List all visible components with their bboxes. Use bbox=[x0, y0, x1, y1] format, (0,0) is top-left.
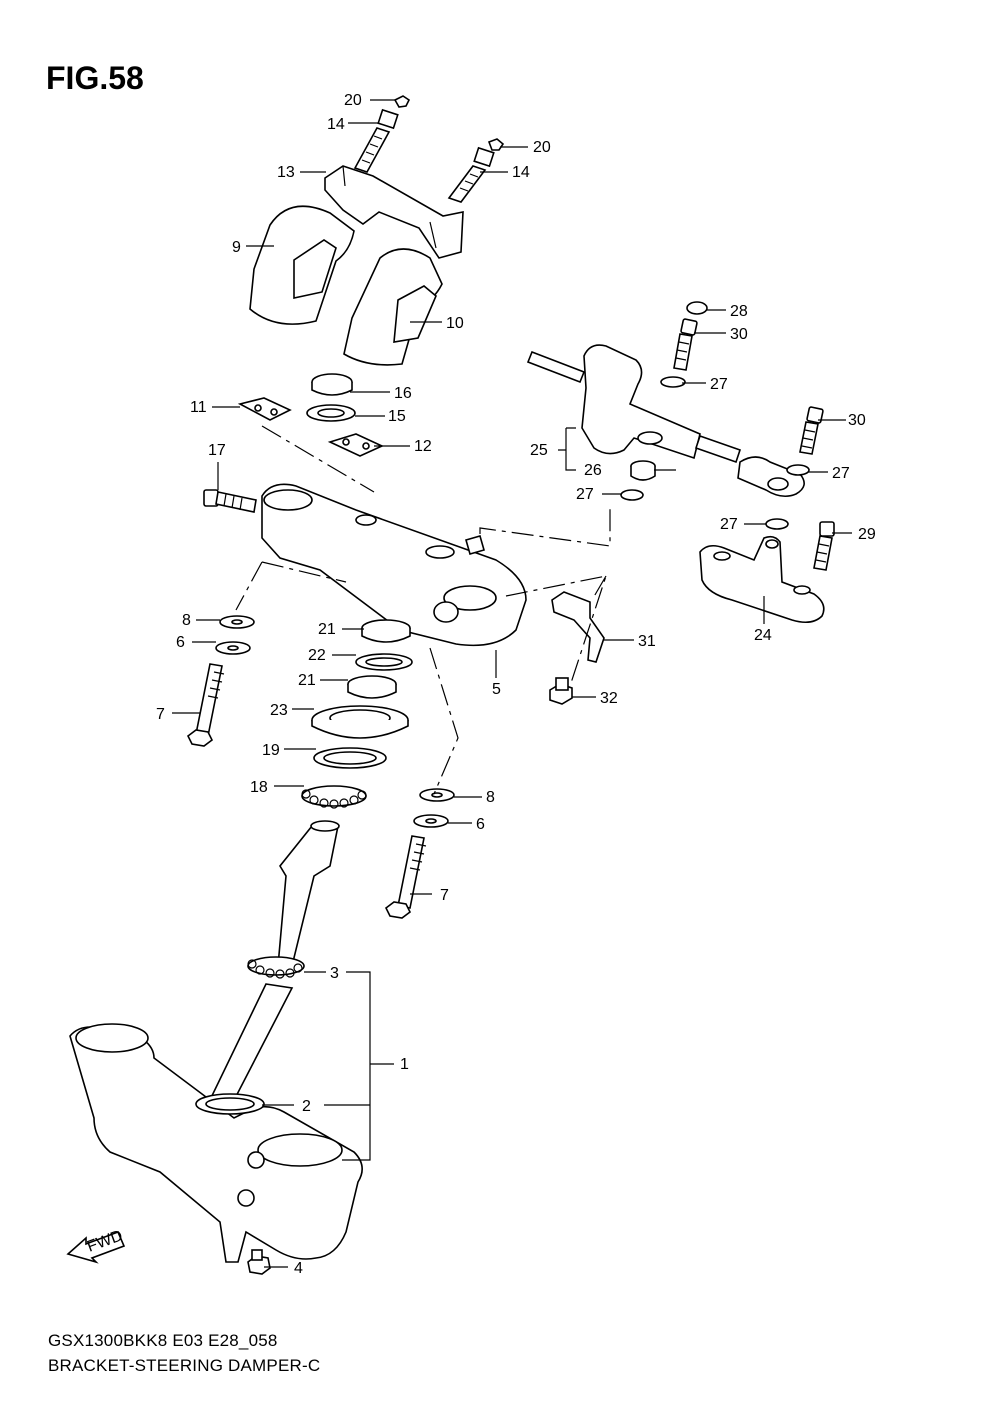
part-16-nut[interactable] bbox=[311, 373, 353, 396]
part-28-cap[interactable] bbox=[686, 301, 708, 315]
callout-7b: 7 bbox=[440, 887, 449, 904]
callout-1: 1 bbox=[400, 1056, 409, 1073]
callout-27b: 27 bbox=[576, 486, 594, 503]
part-4-bolt[interactable] bbox=[247, 1249, 271, 1275]
part-15-washer[interactable] bbox=[306, 404, 356, 422]
callout-29: 29 bbox=[858, 526, 876, 543]
part-12-plate[interactable] bbox=[327, 433, 384, 457]
callout-12: 12 bbox=[414, 438, 432, 455]
callout-16: 16 bbox=[394, 385, 412, 402]
callout-32: 32 bbox=[600, 690, 618, 707]
part-23-dust-seal[interactable] bbox=[311, 705, 409, 739]
part-27-washer-d[interactable] bbox=[765, 518, 789, 530]
callout-30b: 30 bbox=[848, 412, 866, 429]
callout-20b: 20 bbox=[533, 139, 551, 156]
part-24-damper-bracket[interactable] bbox=[699, 535, 825, 624]
part-20-cap-a[interactable] bbox=[393, 95, 411, 108]
part-21-locknut-b[interactable] bbox=[347, 675, 397, 699]
callout-28: 28 bbox=[730, 303, 748, 320]
callout-6b: 6 bbox=[476, 816, 485, 833]
callout-22: 22 bbox=[308, 647, 326, 664]
part-22-lock-washer[interactable] bbox=[355, 653, 413, 671]
callout-30a: 30 bbox=[730, 326, 748, 343]
part-8-washer-b[interactable] bbox=[419, 788, 455, 802]
callout-7a: 7 bbox=[156, 706, 165, 723]
callout-18: 18 bbox=[250, 779, 268, 796]
part-3-bearing-lower[interactable] bbox=[247, 956, 305, 979]
part-20-cap-b[interactable] bbox=[487, 138, 505, 151]
part-31-bracket[interactable] bbox=[551, 591, 605, 663]
part-32-bolt[interactable] bbox=[549, 677, 573, 705]
part-7-bolt-b[interactable] bbox=[384, 835, 427, 919]
callout-4: 4 bbox=[294, 1260, 303, 1277]
callout-27c: 27 bbox=[832, 465, 850, 482]
alignment-lines bbox=[235, 425, 611, 795]
part-6-washer-b[interactable] bbox=[413, 814, 449, 828]
part-1-lower-bracket-stem[interactable] bbox=[69, 820, 363, 1263]
callout-15: 15 bbox=[388, 408, 406, 425]
part-7-bolt-a[interactable] bbox=[186, 663, 225, 747]
part-21-locknut-a[interactable] bbox=[361, 619, 411, 643]
part-27-washer-c[interactable] bbox=[786, 464, 810, 476]
part-27-washer-b[interactable] bbox=[620, 489, 644, 501]
callout-8a: 8 bbox=[182, 612, 191, 629]
callout-17: 17 bbox=[208, 442, 226, 459]
callout-9: 9 bbox=[232, 239, 241, 256]
part-6-washer-a[interactable] bbox=[215, 641, 251, 655]
callout-27a: 27 bbox=[710, 376, 728, 393]
part-26-collar[interactable] bbox=[630, 460, 656, 481]
part-30-bolt-b[interactable] bbox=[799, 406, 824, 455]
callout-3: 3 bbox=[330, 965, 339, 982]
part-25-steering-damper[interactable] bbox=[526, 344, 805, 498]
part-11-plate[interactable] bbox=[237, 397, 292, 421]
callout-14a: 14 bbox=[327, 116, 345, 133]
callout-21a: 21 bbox=[318, 621, 336, 638]
part-8-washer-a[interactable] bbox=[219, 615, 255, 629]
part-13-handlebar-clamp[interactable] bbox=[324, 165, 464, 259]
callout-13: 13 bbox=[277, 164, 295, 181]
part-27-washer-a[interactable] bbox=[660, 376, 686, 388]
callout-11: 11 bbox=[190, 399, 207, 416]
callout-19: 19 bbox=[262, 742, 280, 759]
part-29-bolt[interactable] bbox=[813, 521, 835, 571]
callout-10: 10 bbox=[446, 315, 464, 332]
callout-numbers: 20 14 20 14 13 9 10 28 30 27 16 11 15 12… bbox=[156, 92, 876, 1277]
part-14-bolt-a[interactable] bbox=[353, 108, 399, 173]
callout-5: 5 bbox=[492, 681, 501, 698]
callout-8b: 8 bbox=[486, 789, 495, 806]
part-10-cover-right[interactable] bbox=[343, 248, 443, 366]
callout-26: 26 bbox=[584, 462, 602, 479]
front-direction-arrow: FWD bbox=[66, 1227, 126, 1264]
leader-lines bbox=[172, 99, 852, 1268]
callout-6a: 6 bbox=[176, 634, 185, 651]
callout-23: 23 bbox=[270, 702, 288, 719]
figure-title: FIG.58 bbox=[46, 60, 144, 96]
callout-25: 25 bbox=[530, 442, 548, 459]
callout-27d: 27 bbox=[720, 516, 738, 533]
model-code: GSX1300BKK8 E03 E28_058 bbox=[48, 1331, 278, 1350]
part-19-bearing-race[interactable] bbox=[313, 747, 387, 769]
callout-21b: 21 bbox=[298, 672, 316, 689]
callout-14b: 14 bbox=[512, 164, 530, 181]
part-18-bearing-upper[interactable] bbox=[301, 785, 367, 809]
part-17-bolt[interactable] bbox=[203, 489, 257, 513]
part-9-cover-left[interactable] bbox=[249, 205, 355, 325]
part-14-bolt-b[interactable] bbox=[447, 146, 495, 203]
part-30-bolt-a[interactable] bbox=[673, 318, 698, 371]
callout-2: 2 bbox=[302, 1098, 311, 1115]
figure-caption: BRACKET-STEERING DAMPER-C bbox=[48, 1356, 321, 1375]
part-2-dust-seal[interactable] bbox=[195, 1093, 265, 1115]
callout-20a: 20 bbox=[344, 92, 362, 109]
callout-24: 24 bbox=[754, 627, 772, 644]
callout-31: 31 bbox=[638, 633, 656, 650]
